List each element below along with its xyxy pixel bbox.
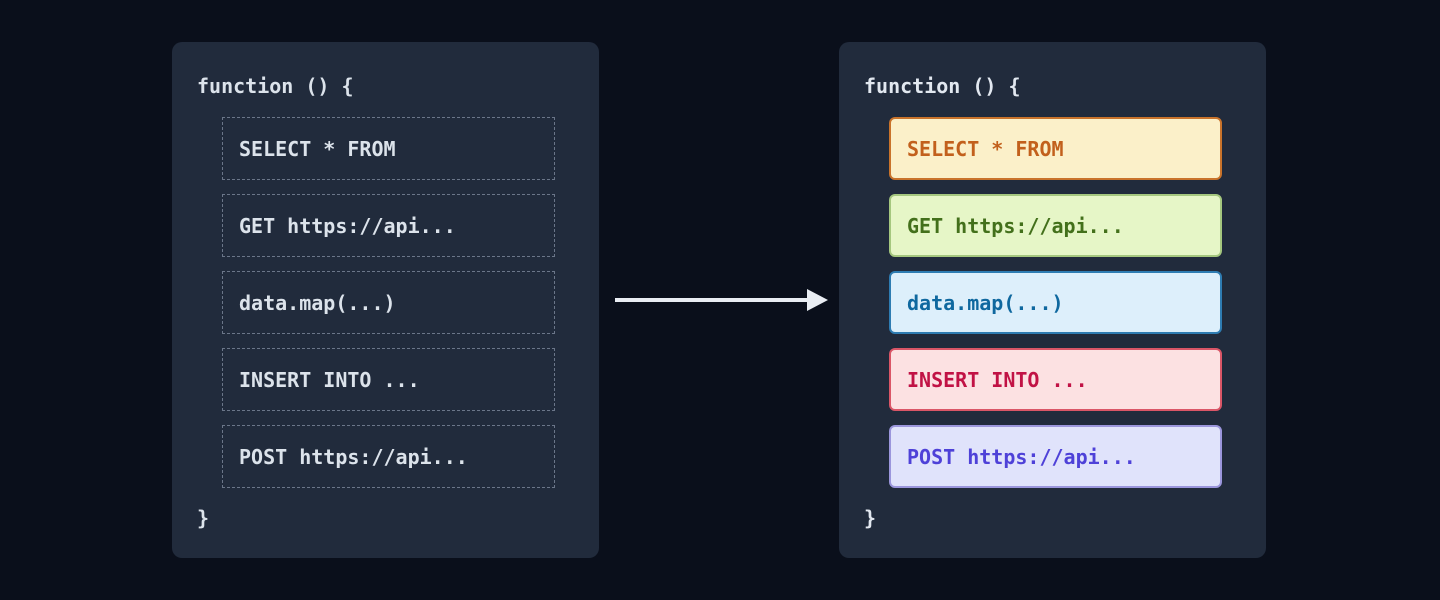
code-panel-before: function () { SELECT * FROM GET https://… (172, 42, 599, 558)
code-panel-after: function () { SELECT * FROM GET https://… (839, 42, 1266, 558)
code-slot-js-map: data.map(...) (222, 271, 555, 334)
code-chip-sql-select: SELECT * FROM (889, 117, 1222, 180)
code-chip-list: SELECT * FROM GET https://api... data.ma… (889, 117, 1222, 502)
code-slot-sql-insert: INSERT INTO ... (222, 348, 555, 411)
transform-arrow (615, 287, 828, 313)
code-slot-http-get: GET https://api... (222, 194, 555, 257)
code-slot-sql-select: SELECT * FROM (222, 117, 555, 180)
code-slot-list: SELECT * FROM GET https://api... data.ma… (222, 117, 555, 502)
right-arrow-icon (615, 289, 828, 311)
function-close-line: } (197, 506, 210, 530)
code-slot-http-post: POST https://api... (222, 425, 555, 488)
function-open-line: function () { (864, 74, 1021, 98)
code-chip-http-post: POST https://api... (889, 425, 1222, 488)
code-chip-http-get: GET https://api... (889, 194, 1222, 257)
code-chip-sql-insert: INSERT INTO ... (889, 348, 1222, 411)
code-chip-js-map: data.map(...) (889, 271, 1222, 334)
function-close-line: } (864, 506, 877, 530)
function-open-line: function () { (197, 74, 354, 98)
